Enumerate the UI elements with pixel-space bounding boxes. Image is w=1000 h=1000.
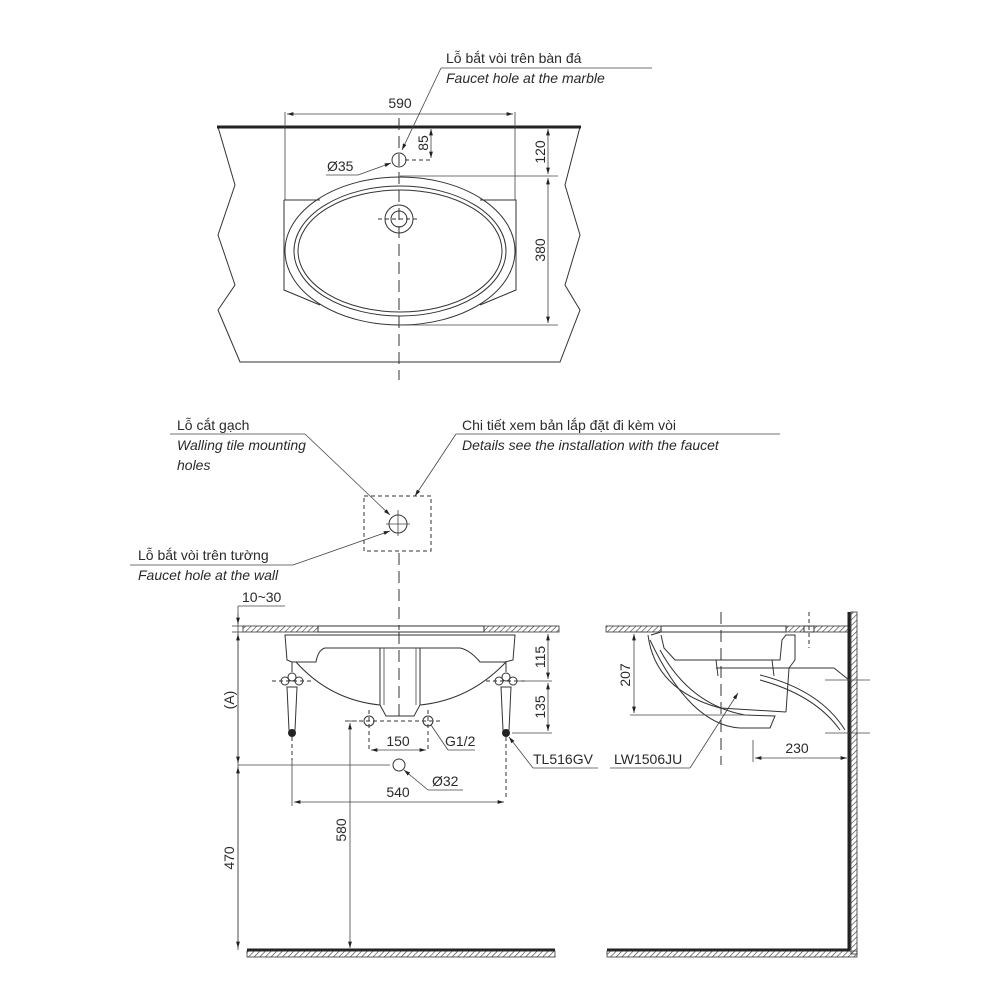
faucet-hole-marble-label-en: Faucet hole at the marble (446, 70, 605, 86)
faucet-hole-marble-label-vi: Lỗ bắt vòi trên bàn đá (446, 50, 582, 66)
dim-380: 380 (532, 238, 548, 262)
side-basin-body (650, 631, 796, 713)
dim-207: 207 (617, 663, 633, 687)
dim-a: (A) (221, 691, 237, 710)
dim-115: 115 (532, 646, 548, 669)
dim-590: 590 (388, 95, 412, 111)
drain-hole-wall (392, 758, 406, 772)
tile-holes-label-vi: Lỗ cắt gạch (177, 417, 249, 433)
side-countertop-left (605, 625, 662, 633)
side-view: 207 230 LW1506JU (605, 611, 870, 958)
dim-230: 230 (785, 740, 809, 756)
faucet-hole-wall-label-vi: Lỗ bắt vòi trên tường (138, 547, 269, 563)
dim-470: 470 (221, 846, 237, 870)
bracket-model-label: TL516GV (533, 751, 594, 767)
front-view: Lỗ cắt gạch Walling tile mounting holes … (130, 417, 780, 958)
dim-diameter-35: Ø35 (327, 158, 354, 174)
dim-10-30: 10~30 (242, 589, 282, 605)
faucet-detail-box (363, 495, 432, 552)
top-view: 590 85 Ø35 120 380 Lỗ bắt vòi trên bàn đ (217, 50, 652, 380)
basin-body (284, 634, 516, 663)
basin-rim-outer (284, 176, 516, 326)
countertop-opening (317, 625, 485, 633)
basin-rim-inner (293, 185, 507, 317)
basin-drain-column (379, 648, 421, 717)
dim-540: 540 (386, 784, 410, 800)
countertop-outline (217, 126, 581, 363)
dim-135: 135 (532, 695, 548, 719)
basin-bowl (297, 189, 503, 313)
installation-details-label-vi: Chi tiết xem bản lắp đặt đi kèm vòi (462, 417, 676, 433)
dim-g1-2: G1/2 (445, 733, 476, 749)
countertop-right (483, 625, 560, 633)
faucet-hole-wall-label-en: Faucet hole at the wall (138, 567, 279, 583)
dim-150: 150 (386, 733, 410, 749)
tile-holes-label-en-1: Walling tile mounting (177, 437, 306, 453)
tile-holes-label-en-2: holes (177, 457, 210, 473)
basin-frame (283, 199, 517, 306)
installation-details-label-en: Details see the installation with the fa… (462, 437, 720, 453)
dim-85: 85 (415, 135, 431, 151)
bracket-right (486, 662, 526, 800)
countertop-left (242, 625, 319, 633)
dim-120: 120 (532, 140, 548, 164)
dim-580: 580 (333, 818, 349, 842)
bracket-left (272, 662, 312, 760)
basin-model-label: LW1506JU (614, 751, 682, 767)
dim-diameter-32: Ø32 (432, 773, 459, 789)
